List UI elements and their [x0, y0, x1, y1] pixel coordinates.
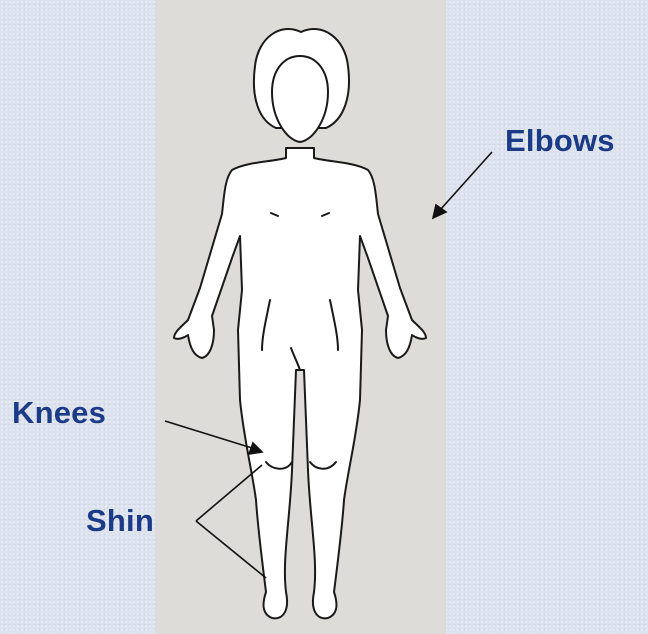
- shin-pointer-line-upper: [196, 465, 262, 521]
- knees-pointer-line: [165, 421, 252, 448]
- elbows-arrowhead: [433, 205, 446, 218]
- body-silhouette: [174, 148, 426, 618]
- elbows-pointer-line: [440, 152, 492, 210]
- elbows-label: Elbows: [505, 125, 615, 156]
- face: [272, 56, 328, 142]
- shin-label: Shin: [86, 505, 154, 536]
- knees-label: Knees: [12, 397, 106, 428]
- shin-pointer-line-lower: [196, 521, 266, 578]
